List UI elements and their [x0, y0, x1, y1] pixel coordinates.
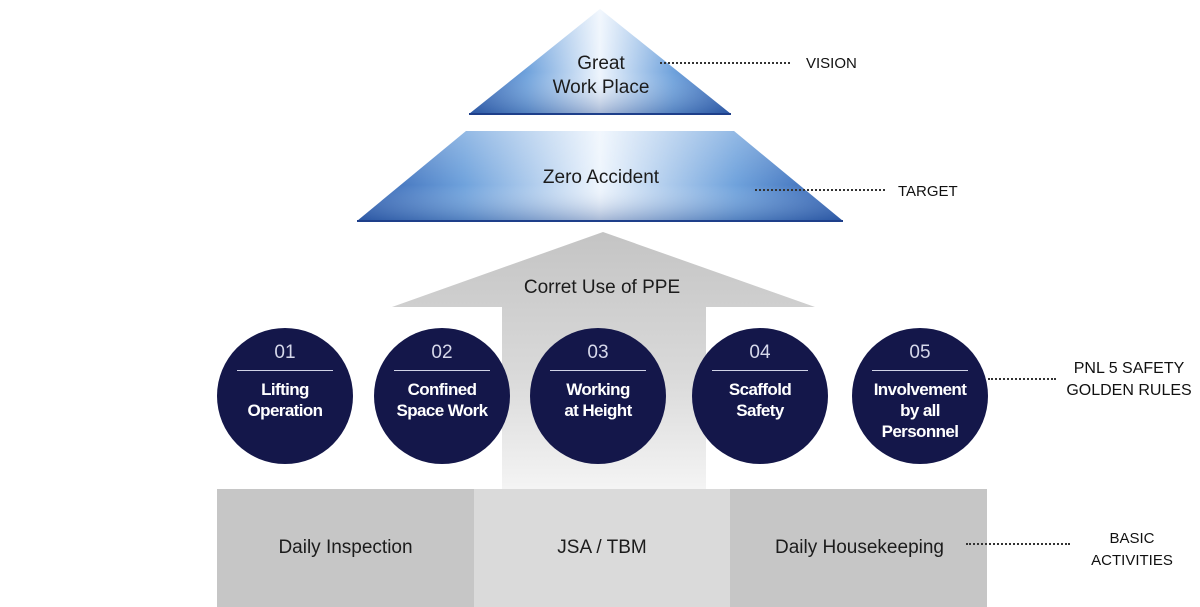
golden-rule-circle: 01 Lifting Operation	[217, 328, 353, 464]
golden-rule-circle: 02 Confined Space Work	[374, 328, 510, 464]
golden-rule-circle: 04 Scaffold Safety	[692, 328, 828, 464]
golden-rule-text: Scaffold Safety	[728, 380, 792, 420]
golden-rule-number: 03	[587, 342, 609, 363]
golden-rules-label: PNL 5 SAFETY GOLDEN RULES	[1058, 358, 1200, 402]
basic-activity-text: JSA / TBM	[557, 537, 647, 558]
golden-rules-label-line2: GOLDEN RULES	[1066, 382, 1192, 399]
target-text: Zero Accident	[542, 167, 660, 188]
golden-rule-divider	[394, 370, 490, 371]
basic-activity-text: Daily Housekeeping	[775, 537, 944, 558]
vision-text-line1: Great	[577, 53, 625, 74]
golden-rules-leader-line	[988, 378, 1056, 380]
target-leader-line	[755, 189, 885, 191]
golden-rule-circle: 03 Working at Height	[530, 328, 666, 464]
golden-rules-label-line1: PNL 5 SAFETY	[1073, 360, 1185, 377]
basic-activities-label: BASIC ACTIVITIES	[1082, 528, 1182, 572]
golden-rule-divider	[712, 370, 808, 371]
golden-rule-divider	[550, 370, 646, 371]
target-label: TARGET	[898, 183, 958, 200]
vision-text: Great Work Place	[520, 52, 682, 100]
golden-rule-divider	[872, 370, 968, 371]
vision-leader-line	[660, 62, 790, 64]
golden-rule-number: 01	[274, 342, 296, 363]
basic-activity-block: JSA / TBM	[474, 489, 730, 607]
basic-activities-label-line2: ACTIVITIES	[1091, 552, 1173, 569]
basic-activity-block: Daily Housekeeping	[730, 489, 987, 607]
basic-activities-leader-line	[966, 543, 1070, 545]
golden-rule-divider	[237, 370, 333, 371]
golden-rule-text: Working at Height	[564, 380, 632, 420]
golden-rule-text: Confined Space Work	[396, 380, 488, 420]
ppe-arrow-text: Corret Use of PPE	[523, 277, 681, 298]
basic-activity-text: Daily Inspection	[278, 537, 413, 558]
target-trapezoid	[357, 131, 843, 222]
vision-triangle	[469, 9, 731, 115]
golden-rule-circle: 05 Involvement by all Personnel	[852, 328, 988, 464]
golden-rule-text: Involvement by all Personnel	[873, 380, 967, 441]
vision-text-line2: Work Place	[552, 77, 650, 98]
vision-label: VISION	[806, 55, 857, 72]
golden-rule-number: 05	[909, 342, 931, 363]
basic-activity-block: Daily Inspection	[217, 489, 474, 607]
basic-activities-label-line1: BASIC	[1109, 530, 1155, 547]
golden-rule-number: 04	[749, 342, 771, 363]
golden-rule-number: 02	[431, 342, 453, 363]
golden-rule-text: Lifting Operation	[247, 380, 323, 420]
